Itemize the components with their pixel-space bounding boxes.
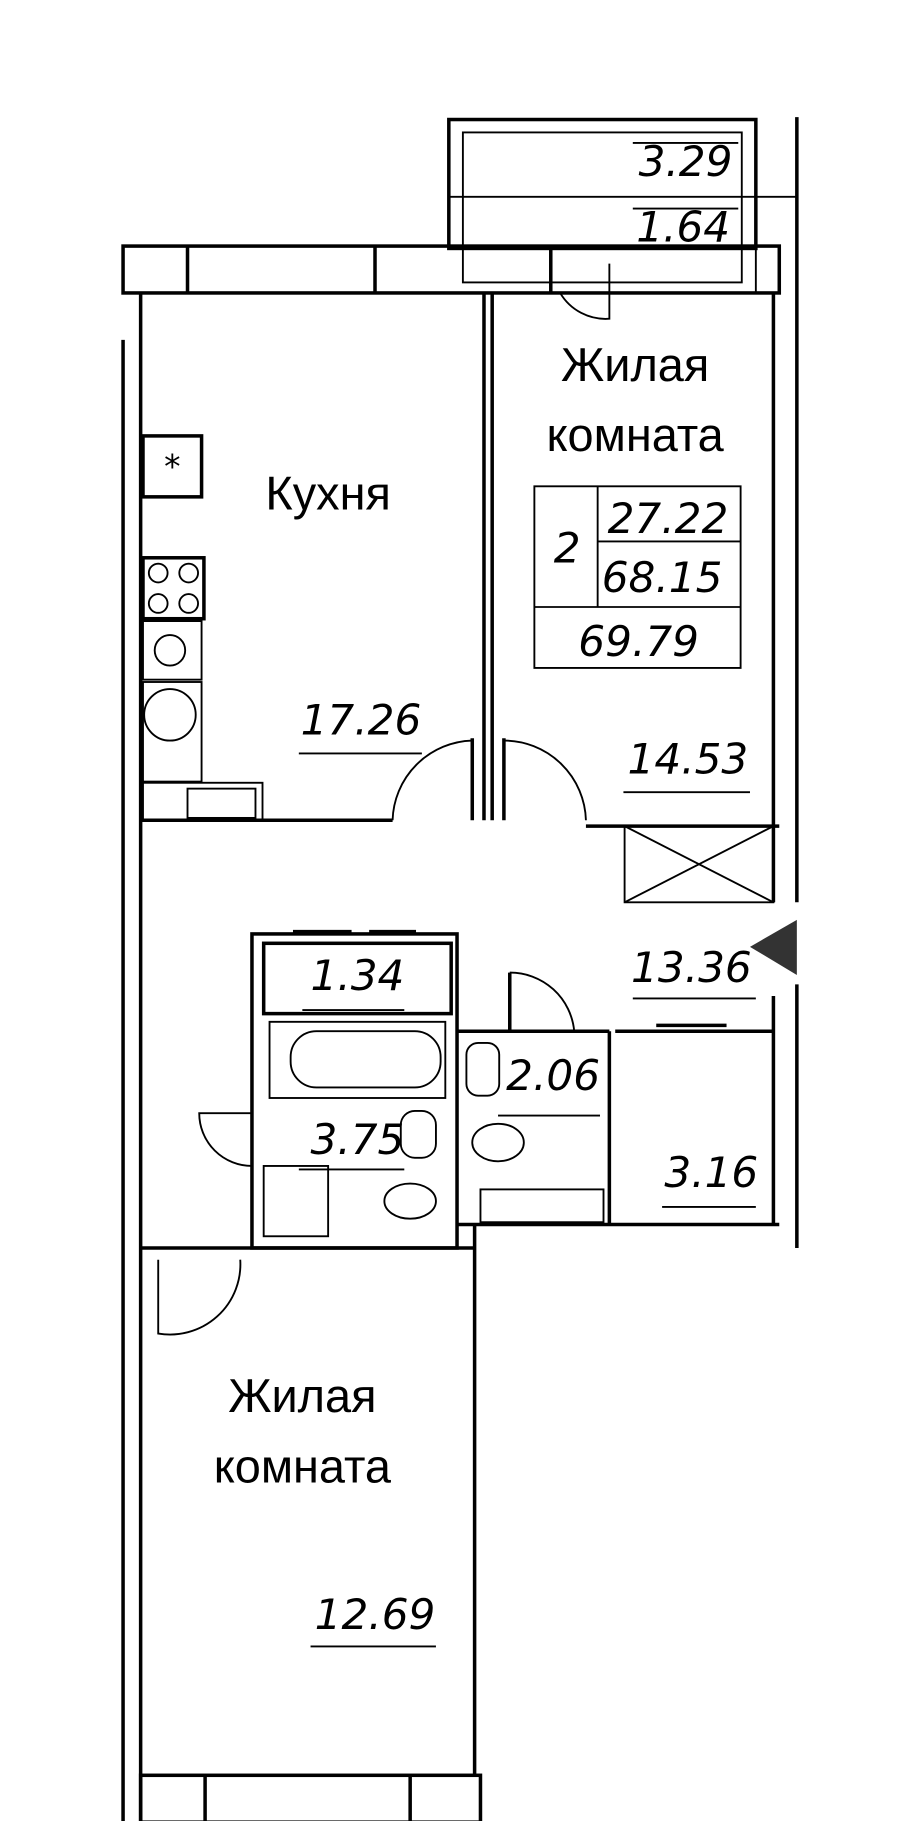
stove-icon	[141, 556, 206, 621]
washer-icon	[153, 634, 187, 667]
total-area: 68.15	[602, 553, 723, 602]
toilet-area: 2.06	[506, 1051, 600, 1100]
kitchen-appliances: *	[141, 434, 264, 822]
room-count: 2	[554, 523, 581, 572]
balcony-area-reduced: 1.64	[636, 202, 730, 251]
sink-icon	[143, 688, 197, 742]
storage-area: 3.16	[664, 1148, 758, 1197]
living-area: 27.22	[608, 494, 729, 543]
entrance-marker-icon	[749, 919, 797, 975]
hallway-area: 13.36	[631, 943, 752, 992]
total-with-balcony: 69.79	[578, 617, 699, 666]
walls	[121, 117, 799, 1821]
fridge-icon: *	[164, 448, 180, 486]
living-room-1-area: 14.53	[628, 734, 749, 783]
living-room-2-name-line1: Жилая	[228, 1370, 376, 1422]
balcony	[447, 117, 797, 293]
wardrobe-area: 1.34	[310, 951, 404, 1000]
living-room-2-name-line2: комната	[214, 1440, 392, 1492]
living-room-1-name-line2: комната	[547, 409, 725, 461]
living-room-2-area: 12.69	[315, 1590, 436, 1639]
kitchen-area: 17.26	[301, 696, 422, 745]
living-room-1-name-line1: Жилая	[561, 339, 709, 391]
kitchen-name: Кухня	[265, 468, 390, 520]
balcony-area-total: 3.29	[639, 137, 733, 186]
summary-box: 2 27.22 68.15 69.79	[533, 485, 742, 669]
bathroom-area: 3.75	[310, 1115, 404, 1164]
